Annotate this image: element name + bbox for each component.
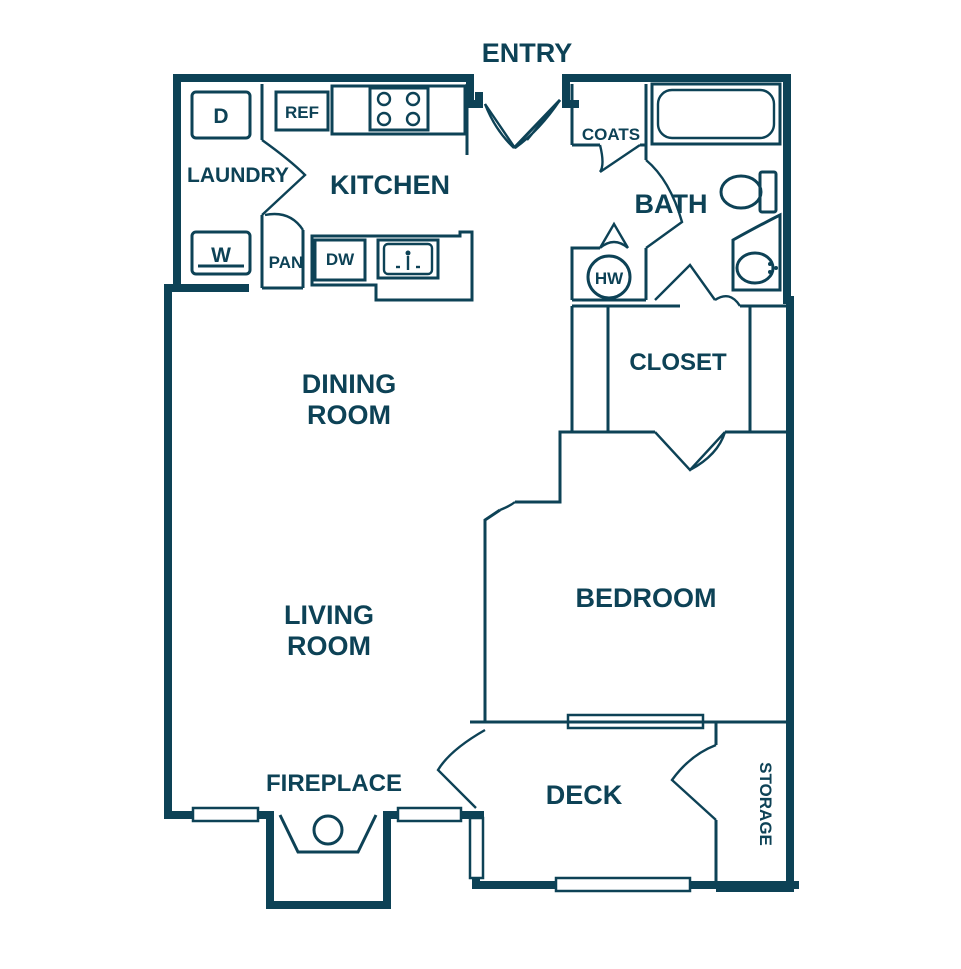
label-bedroom: BEDROOM [576,583,717,613]
room-labels: ENTRY KITCHEN LAUNDRY D W REF PAN DW COA… [187,38,775,846]
label-dining-line1: DINING [302,369,397,399]
refrigerator [274,90,330,132]
label-washer: W [211,244,231,267]
kitchen-island [310,230,474,302]
bath-door [645,159,684,249]
kitchen-sink [376,238,440,280]
closet-bottom-door [654,431,727,472]
coats-door [598,144,641,173]
label-refrigerator: REF [285,103,319,122]
storage-door [670,743,717,821]
bedroom-door [499,501,516,512]
vanity [731,212,782,292]
label-bath: BATH [635,189,708,219]
exterior-walls [164,74,799,909]
label-dishwasher: DW [326,250,355,269]
toilet-bowl [719,174,763,210]
window-deck-bottom [554,876,692,893]
label-dining-line2: ROOM [307,400,391,430]
bath-sink [735,251,775,285]
water-heater [586,254,632,300]
label-coats: COATS [582,125,640,144]
label-fireplace: FIREPLACE [266,770,402,797]
closet-top-door [654,263,742,307]
fireplace-firebox [312,814,344,846]
stove [368,86,430,132]
fireplace-hearth [278,814,378,854]
label-dryer: D [213,105,228,128]
doors [261,98,742,821]
window-living-left [191,806,260,823]
label-entry: ENTRY [482,38,573,68]
dryer [190,90,252,140]
label-living-line2: ROOM [287,631,371,661]
label-pantry: PAN [269,253,304,272]
deck-door [436,728,486,809]
label-water-heater: HW [595,269,624,288]
window-living-right [396,806,463,823]
washer [190,230,252,276]
hw-door [598,221,630,249]
label-laundry: LAUNDRY [187,164,289,187]
label-living-line1: LIVING [284,600,374,630]
label-kitchen: KITCHEN [330,170,450,200]
window-deck-side [468,816,485,880]
label-deck: DECK [546,780,623,810]
dishwasher [313,238,367,282]
interior-walls [260,84,787,885]
laundry-door [261,139,307,216]
label-storage: STORAGE [756,762,775,846]
counter-top [330,84,467,136]
label-closet: CLOSET [629,349,727,376]
bathtub [650,82,782,146]
fixtures [190,82,782,854]
